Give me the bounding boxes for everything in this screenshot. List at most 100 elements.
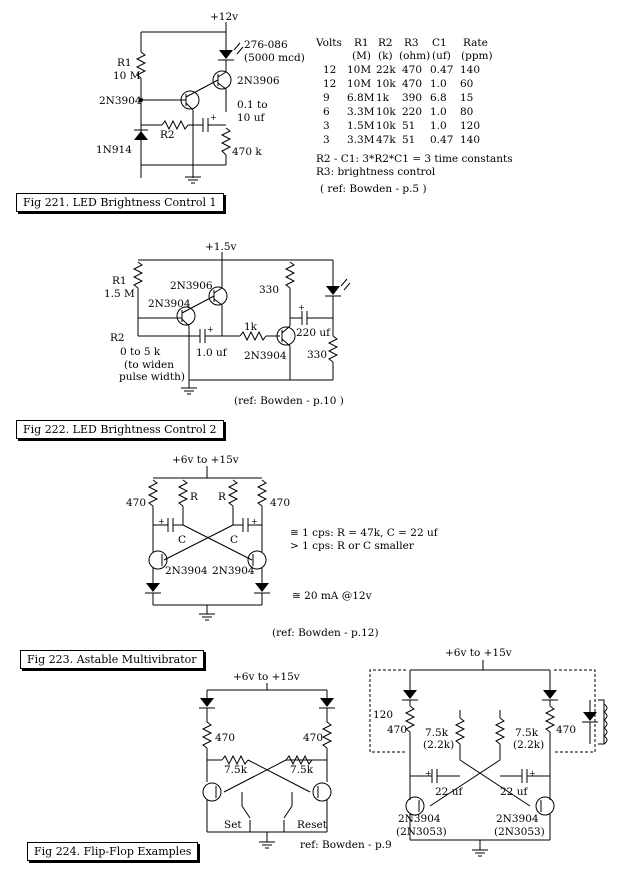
fig221-table-cell: 1.0: [430, 120, 447, 132]
fig221-table-cell: 3.3M: [347, 106, 375, 118]
svg-text:+: +: [298, 303, 305, 312]
fig224-ref: ref: Bowden - p.9: [300, 839, 392, 851]
fig222-q-top-transistor: [208, 286, 228, 306]
fig222-r1-label: R1: [112, 275, 127, 287]
fig221-table-cell: 10k: [376, 106, 396, 118]
fig224-caption: Fig 224. Flip-Flop Examples: [27, 842, 199, 861]
fig223-q-right-label: 2N3904: [212, 565, 255, 577]
fig224-right-c-left-label: 22 uf: [435, 786, 463, 798]
fig223-r-left-label: 470: [126, 497, 146, 509]
fig223-supply-label: +6v to +15v: [172, 454, 239, 466]
fig222-r2-value: 0 to 5 k: [120, 346, 161, 358]
fig224-right-ext-loop-right: [554, 669, 596, 753]
fig223-q-left-label: 2N3904: [165, 565, 208, 577]
fig224-left-r470-r: [321, 721, 333, 749]
fig224-left-led-r-icon: [320, 698, 334, 707]
fig224-left-led-l-icon: [200, 698, 214, 707]
fig221-ref: ( ref: Bowden - p.5 ): [320, 183, 427, 195]
fig221-table-cell: 6.8: [430, 92, 447, 104]
fig224-left-rb-l: [221, 754, 249, 766]
fig221-table-cell: 12: [323, 64, 336, 76]
fig223-led-left-icon: [146, 583, 160, 592]
fig221-unit-r3: (ohm): [399, 50, 430, 62]
fig221-circuit: +12v R1 10 M 276-086 (5000 mcd) 2N3906 2…: [96, 11, 305, 184]
fig224-right-supply-label: +6v to +15v: [445, 647, 512, 659]
fig223-r-mid-right: [227, 479, 239, 507]
fig223-r-mid-left: [177, 479, 189, 507]
fig221-table-cell: 10k: [376, 78, 396, 90]
fig222-caption: Fig 222. LED Brightness Control 2: [16, 420, 224, 439]
fig221-table-cell: 390: [402, 92, 422, 104]
fig221-r2-resistor: [161, 119, 189, 131]
fig224-reset-switch-label: Reset: [297, 819, 328, 831]
fig222-r1k-resistor: [239, 330, 267, 342]
svg-text:+: +: [425, 769, 432, 778]
svg-text:+: +: [529, 769, 536, 778]
fig221-table-cell: 220: [402, 106, 422, 118]
fig223-r-right-label: 470: [270, 497, 290, 509]
fig221-q2-transistor: [212, 70, 232, 90]
fig224-right-q-l-transistor: [405, 796, 425, 816]
fig222-q-left-transistor: [176, 306, 196, 326]
fig222-ref: (ref: Bowden - p.10 ): [234, 395, 344, 407]
fig223-note-current: ≅ 20 mA @12v: [292, 590, 372, 602]
fig222-r2-label: R2: [110, 332, 125, 344]
fig223-q-right-transistor: [247, 550, 267, 570]
fig221-diode-label: 1N914: [96, 144, 132, 156]
fig221-table-cell: 470: [402, 64, 422, 76]
fig221-table-cell: 47k: [376, 134, 396, 146]
fig224-right-q-left-label1: 2N3904: [398, 813, 441, 825]
fig224-left-circuit: +6v to +15v 470 470 7.5k 7.5k: [199, 671, 392, 851]
fig221-table-cell: 3: [323, 120, 330, 132]
fig223-r-mid-left-label: R: [190, 491, 199, 503]
fig224-left-rb-r: [285, 754, 313, 766]
fig221-r1-value: 10 M: [113, 70, 141, 82]
fig221-note-r3: R3: brightness control: [316, 166, 436, 178]
fig221-table-cell: 6.8M: [347, 92, 375, 104]
fig221-unit-r1: (M): [352, 50, 371, 62]
fig222-c-left-label: 1.0 uf: [196, 347, 228, 359]
fig223-r-mid-right-label: R: [218, 491, 227, 503]
fig224-right-q-right-label2: (2N3053): [494, 826, 545, 838]
fig221-r470k-resistor: [220, 127, 232, 156]
fig223-circuit: +6v to +15v 470 R R 470 + + C C: [126, 454, 439, 639]
fig224-right-q-left-label2: (2N3053): [396, 826, 447, 838]
fig221-led-part: 276-086: [244, 39, 288, 51]
fig224-right-rb-l: [454, 717, 466, 745]
fig223-caption: Fig 223. Astable Multivibrator: [20, 650, 204, 669]
fig224-right-r470-r: [544, 705, 556, 733]
fig221-table-cell: 80: [460, 106, 473, 118]
fig223-c-right-label: C: [230, 534, 238, 546]
fig221-table-cell: 1.5M: [347, 120, 375, 132]
fig224-right-r-ext-label: 120: [373, 709, 393, 721]
fig221-r1-label: R1: [117, 57, 132, 69]
fig221-table-cell: 3: [323, 134, 330, 146]
fig221-table-cell: 140: [460, 64, 480, 76]
fig221-table-cell: 3.3M: [347, 134, 375, 146]
fig222-q-top-label: 2N3906: [170, 280, 213, 292]
fig224-right-led-l-icon: [403, 690, 417, 699]
fig224-right-r-left-label: 470: [387, 724, 407, 736]
fig221-led-mcd: (5000 mcd): [244, 52, 305, 64]
fig222-led-icon: [326, 286, 340, 295]
fig221-table: Volts R1 R2 R3 C1 Rate (M) (k) (ohm) (uf…: [315, 37, 493, 62]
fig224-right-q-right-label1: 2N3904: [496, 813, 539, 825]
fig224-right-ext-loop-left: [369, 669, 406, 753]
fig224-right-led-r-icon: [543, 690, 557, 699]
fig224-left-q-r-transistor: [312, 782, 332, 802]
fig224-right-rb-left-label2: (2.2k): [423, 739, 454, 751]
fig222-r330-bottom-label: 330: [307, 349, 327, 361]
fig221-cap-range1: 0.1 to: [237, 99, 268, 111]
fig221-table-cell: 1k: [376, 92, 390, 104]
fig222-r1-resistor: [132, 261, 144, 289]
fig221-unit-c1: (uf): [432, 50, 451, 62]
fig224-right-c-right-label: 22 uf: [500, 786, 528, 798]
fig222-r2-note1: (to widen: [124, 359, 174, 371]
fig221-r1-resistor: [135, 51, 147, 79]
svg-text:+: +: [158, 517, 165, 526]
svg-text:+: +: [210, 113, 217, 122]
fig222-q-left-label: 2N3904: [148, 298, 191, 310]
fig221-note-rc: R2 - C1: 3*R2*C1 = 3 time constants: [316, 153, 513, 165]
